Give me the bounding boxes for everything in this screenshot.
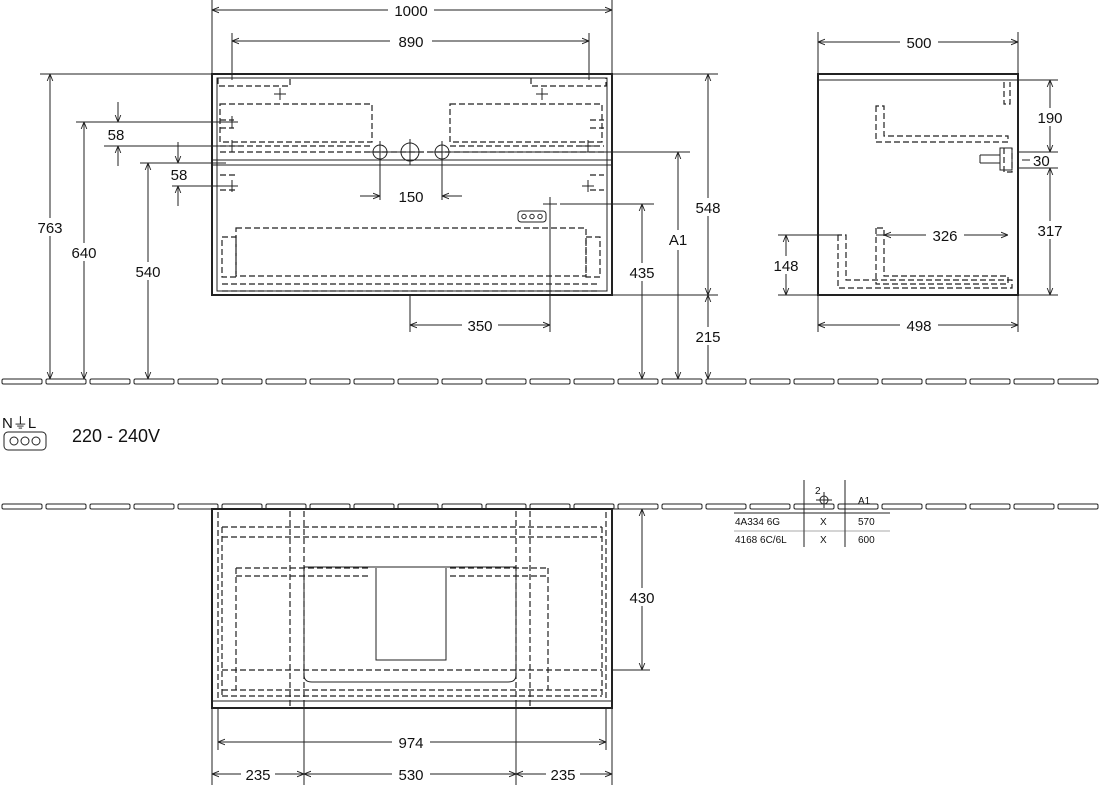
dim-plan-seg-mid: 530	[398, 767, 423, 784]
dim-depth-top: 500	[906, 35, 931, 52]
wall-band-segment	[969, 503, 1011, 510]
wall-band-segment	[353, 378, 395, 385]
plan-cabinet-outline	[211, 508, 613, 709]
table-cell-mark: X	[820, 517, 827, 528]
dim-side-326: 326	[932, 228, 957, 245]
table-cell-a1: 570	[858, 517, 875, 528]
wall-band-segment	[265, 378, 307, 385]
table-header-sup: 2	[815, 486, 821, 497]
front-view-labels: 1000 890 763 640 540 58 58 150 350 435 A…	[34, 0, 726, 346]
wall-band-segment	[485, 378, 527, 385]
wall-band-segment	[1013, 503, 1055, 510]
wall-band-segment	[45, 378, 87, 385]
wall-band-segment	[309, 378, 351, 385]
dim-socket-height: 435	[629, 265, 654, 282]
dim-height-540: 540	[135, 264, 160, 281]
dim-height-640: 640	[71, 245, 96, 262]
wall-band-segment	[177, 378, 219, 385]
dim-width-total: 1000	[394, 3, 427, 20]
wall-band-bottom	[1, 503, 1099, 510]
wall-band-segment	[749, 503, 791, 510]
wall-band-segment	[793, 503, 835, 510]
table-row: 4A334 6G X 570	[735, 517, 875, 528]
wall-band-segment	[1057, 503, 1099, 510]
wall-band-segment	[661, 378, 703, 385]
table-cell-mark: X	[820, 535, 827, 546]
dim-plan-inner-width: 974	[398, 735, 423, 752]
wall-band-segment	[705, 378, 747, 385]
side-view-labels: 500 498 190 30 317 326 148	[770, 33, 1066, 335]
side-cabinet-outline	[817, 73, 1019, 296]
wall-band-segment	[441, 378, 483, 385]
tap-hole-icons	[369, 139, 453, 165]
wall-band-segment	[1, 503, 43, 510]
wall-band-segment	[705, 503, 747, 510]
plan-view-labels: 430 974 235 530 235	[241, 588, 660, 784]
dim-side-148: 148	[773, 258, 798, 275]
wall-band-segment	[661, 503, 703, 510]
dim-plan-seg-right: 235	[550, 767, 575, 784]
wall-band-segment	[221, 378, 263, 385]
wall-band-segment	[1, 378, 43, 385]
wall-band-segment	[881, 378, 923, 385]
dim-cabinet-height: 548	[695, 200, 720, 217]
wall-band-segment	[89, 503, 131, 510]
mounting-point-markers	[226, 88, 594, 211]
wall-band-segment	[617, 503, 659, 510]
wall-band-segment	[45, 503, 87, 510]
table-cell-a1: 600	[858, 535, 875, 546]
table-cell-model: 4A334 6G	[735, 517, 780, 528]
dim-plan-seg-left: 235	[245, 767, 270, 784]
dim-a1: A1	[669, 232, 687, 249]
wall-band-segment	[89, 378, 131, 385]
wall-band-segment	[881, 503, 923, 510]
front-view	[40, 0, 718, 379]
dim-depth-bottom: 498	[906, 318, 931, 335]
wall-band-segment	[969, 378, 1011, 385]
wall-band-top	[1, 378, 1099, 385]
dim-side-317: 317	[1037, 223, 1062, 240]
wall-band-segment	[925, 503, 967, 510]
wall-band-segment	[133, 378, 175, 385]
wall-band-segment	[837, 378, 879, 385]
wall-band-segment	[1013, 378, 1055, 385]
wall-band-segment	[749, 378, 791, 385]
wall-band-segment	[837, 503, 879, 510]
wall-band-segment	[573, 378, 615, 385]
wall-band-segment	[177, 503, 219, 510]
model-table: 2 A1 4A334 6G X 570 4168 6C/6L X 600	[734, 480, 890, 547]
front-cabinet-outline	[211, 73, 613, 296]
wall-band-segment	[1057, 378, 1099, 385]
wall-band-segment	[529, 378, 571, 385]
dim-width-inner: 890	[398, 34, 423, 51]
dim-tap-spacing: 150	[398, 189, 423, 206]
dim-socket-offset: 350	[467, 318, 492, 335]
table-row: 4168 6C/6L X 600	[735, 535, 875, 546]
power-socket-icon	[517, 210, 547, 223]
dim-side-30: 30	[1033, 153, 1050, 170]
plan-view	[211, 508, 650, 785]
dim-floor-clearance: 215	[695, 329, 720, 346]
table-cell-model: 4168 6C/6L	[735, 535, 787, 546]
wall-band-segment	[133, 503, 175, 510]
earth-symbol-icon: N⏚L	[2, 415, 36, 432]
side-view	[778, 32, 1058, 332]
wall-band-segment	[925, 378, 967, 385]
wall-band-segment	[617, 378, 659, 385]
dim-spacing-58-lower: 58	[171, 167, 188, 184]
electrical-connection: N⏚L 220 - 240V	[2, 415, 160, 451]
dim-spacing-58-upper: 58	[108, 127, 125, 144]
wall-band-segment	[397, 378, 439, 385]
dim-plan-depth: 430	[629, 590, 654, 607]
wall-band-segment	[793, 378, 835, 385]
crosshair-icon	[816, 492, 832, 508]
dim-side-190: 190	[1037, 110, 1062, 127]
dim-height-total: 763	[37, 220, 62, 237]
voltage-label: 220 - 240V	[72, 426, 160, 446]
table-header-a1: A1	[858, 496, 871, 507]
socket-symbol-icon	[3, 431, 47, 451]
